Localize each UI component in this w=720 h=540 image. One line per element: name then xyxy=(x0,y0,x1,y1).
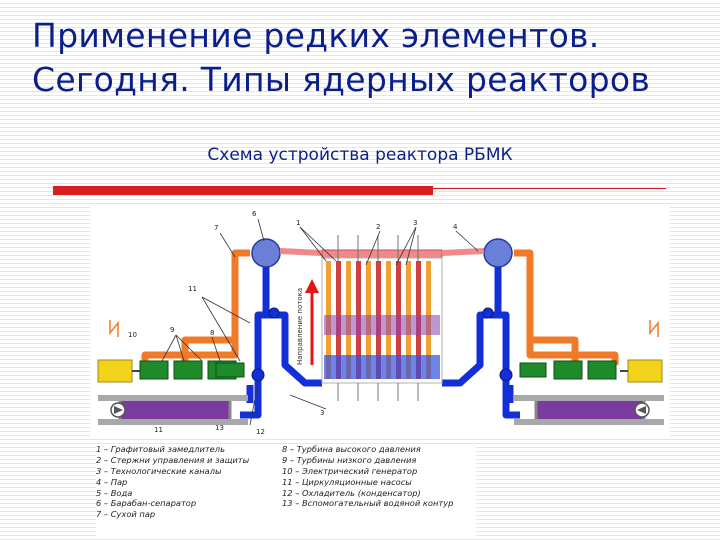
callout-7: 7 xyxy=(214,224,218,232)
turbines-left xyxy=(139,360,245,380)
legend-item: 1 – Графитовый замедлитель xyxy=(96,444,225,454)
legend-item: 6 – Барабан-сепаратор xyxy=(96,498,197,509)
circulation-pump-right xyxy=(499,368,513,382)
legend-item: 13 – Вспомогательный водяной контур xyxy=(282,498,454,509)
cooling-water-top-left xyxy=(98,395,248,401)
rbmk-diagram-svg: Направление потока xyxy=(97,210,664,436)
steam-branch-left xyxy=(181,336,235,365)
callout-9: 9 xyxy=(170,326,174,334)
generator-left xyxy=(97,359,133,383)
slide-title: Применение редких элементов. Сегодня. Ти… xyxy=(32,14,712,102)
legend-item: 4 – Пар xyxy=(96,476,128,487)
callout-leaders xyxy=(161,218,479,426)
diagram-legend: 1 – Графитовый замедлитель 2 – Стержни у… xyxy=(96,444,476,536)
legend-column-right: 8 – Турбина высокого давления 9 – Турбин… xyxy=(282,444,453,509)
flow-direction-label: Направление потока xyxy=(296,288,304,365)
auxiliary-pump-right-icon xyxy=(637,406,646,414)
steam-pipe-right xyxy=(514,249,619,365)
title-line-2: Сегодня. Типы ядерных реакторов xyxy=(32,60,651,99)
callout-3-lower: 3 xyxy=(320,409,324,417)
cooling-water-bottom-left xyxy=(98,419,248,425)
cooling-water-top-right xyxy=(514,395,664,401)
condenser-left xyxy=(118,397,232,423)
power-output-icon-left xyxy=(109,320,119,337)
generator-right xyxy=(627,359,663,383)
legend-item: 2 – Стержни управления и защиты xyxy=(96,454,250,465)
condenser-right xyxy=(534,397,646,423)
legend-item: 5 – Вода xyxy=(96,487,133,498)
pump-marker-right xyxy=(482,307,494,319)
accent-line xyxy=(433,188,666,189)
steam-pipe-left xyxy=(141,249,250,365)
rbmk-scheme: Направление потока xyxy=(90,205,670,437)
callout-6: 6 xyxy=(252,210,257,218)
steam-riser-left xyxy=(279,248,323,256)
water-downcomer-right xyxy=(494,265,520,419)
callout-13: 13 xyxy=(215,424,224,432)
reactor-core xyxy=(321,235,443,401)
callout-12: 12 xyxy=(256,428,265,436)
circulation-pump-left xyxy=(251,368,265,382)
diagram-subtitle: Схема устройства реактора РБМК xyxy=(207,145,513,165)
legend-column-left: 1 – Графитовый замедлитель 2 – Стержни у… xyxy=(96,444,249,520)
legend-item: 12 – Охладитель (конденсатор) xyxy=(282,487,421,498)
callout-10: 10 xyxy=(128,331,137,339)
steam-branch-right xyxy=(530,336,579,365)
turbines-right xyxy=(519,360,617,380)
steam-pipes xyxy=(141,249,619,365)
title-line-1: Применение редких элементов. xyxy=(32,16,600,55)
legend-item: 11 – Циркуляционные насосы xyxy=(282,476,412,487)
drum-separator-left xyxy=(251,238,281,268)
callout-11-pump: 11 xyxy=(154,426,163,434)
steam-riser-right xyxy=(441,248,485,256)
legend-item: 7 – Сухой пар xyxy=(96,509,156,520)
pump-marker-left xyxy=(268,307,280,319)
legend-item: 10 – Электрический генератор xyxy=(282,465,418,476)
auxiliary-pump-left-icon xyxy=(114,406,123,414)
power-output-icon-right xyxy=(649,320,659,337)
legend-item: 3 – Технологические каналы xyxy=(96,465,222,476)
callout-4: 4 xyxy=(453,223,458,231)
flow-direction-arrowhead xyxy=(305,279,319,293)
cooling-water-bottom-right xyxy=(514,419,664,425)
legend-item: 8 – Турбина высокого давления xyxy=(282,444,421,454)
callout-1: 1 xyxy=(296,219,300,227)
accent-bar xyxy=(53,186,433,195)
callout-3: 3 xyxy=(413,219,417,227)
legend-item: 9 – Турбины низкого давления xyxy=(282,454,417,465)
callout-11: 11 xyxy=(188,285,197,293)
callout-8: 8 xyxy=(210,329,214,337)
callout-2: 2 xyxy=(376,223,380,231)
drum-separator-right xyxy=(483,238,513,268)
